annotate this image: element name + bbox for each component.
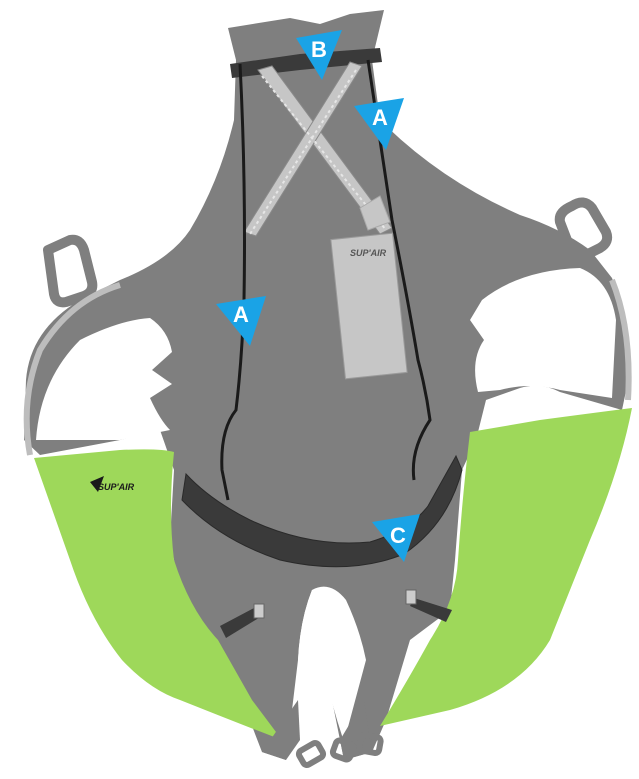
marker-a-upper-label: A bbox=[372, 105, 388, 130]
chest-label-logo: SUP'AIR bbox=[350, 248, 387, 258]
leg-tail-left bbox=[262, 700, 300, 760]
strap-patch bbox=[359, 195, 391, 231]
marker-c: C bbox=[372, 514, 420, 562]
marker-a-lower: A bbox=[216, 296, 266, 346]
marker-b-label: B bbox=[311, 37, 327, 62]
left-carabiner-icon bbox=[43, 234, 98, 308]
marker-b: B bbox=[296, 30, 342, 80]
marker-c-label: C bbox=[390, 523, 406, 548]
marker-a-upper: A bbox=[354, 98, 404, 150]
harness-outline bbox=[23, 278, 632, 456]
left-cutout bbox=[36, 318, 172, 440]
right-carabiner-icon bbox=[554, 197, 613, 262]
supair-logo: SUP'AIR bbox=[90, 476, 135, 492]
chest-label: SUP'AIR bbox=[330, 232, 408, 380]
bottom-rings-icon bbox=[295, 732, 384, 768]
left-green-panel bbox=[34, 449, 282, 740]
right-green-panel bbox=[380, 408, 632, 726]
leg-buckle-right bbox=[405, 589, 452, 622]
leg-gap bbox=[298, 586, 366, 742]
right-cutout bbox=[470, 268, 616, 398]
supair-logo-text: SUP'AIR bbox=[98, 482, 135, 492]
leg-buckle-left bbox=[220, 603, 265, 638]
harness-body bbox=[24, 10, 630, 760]
marker-a-lower-label: A bbox=[233, 302, 249, 327]
